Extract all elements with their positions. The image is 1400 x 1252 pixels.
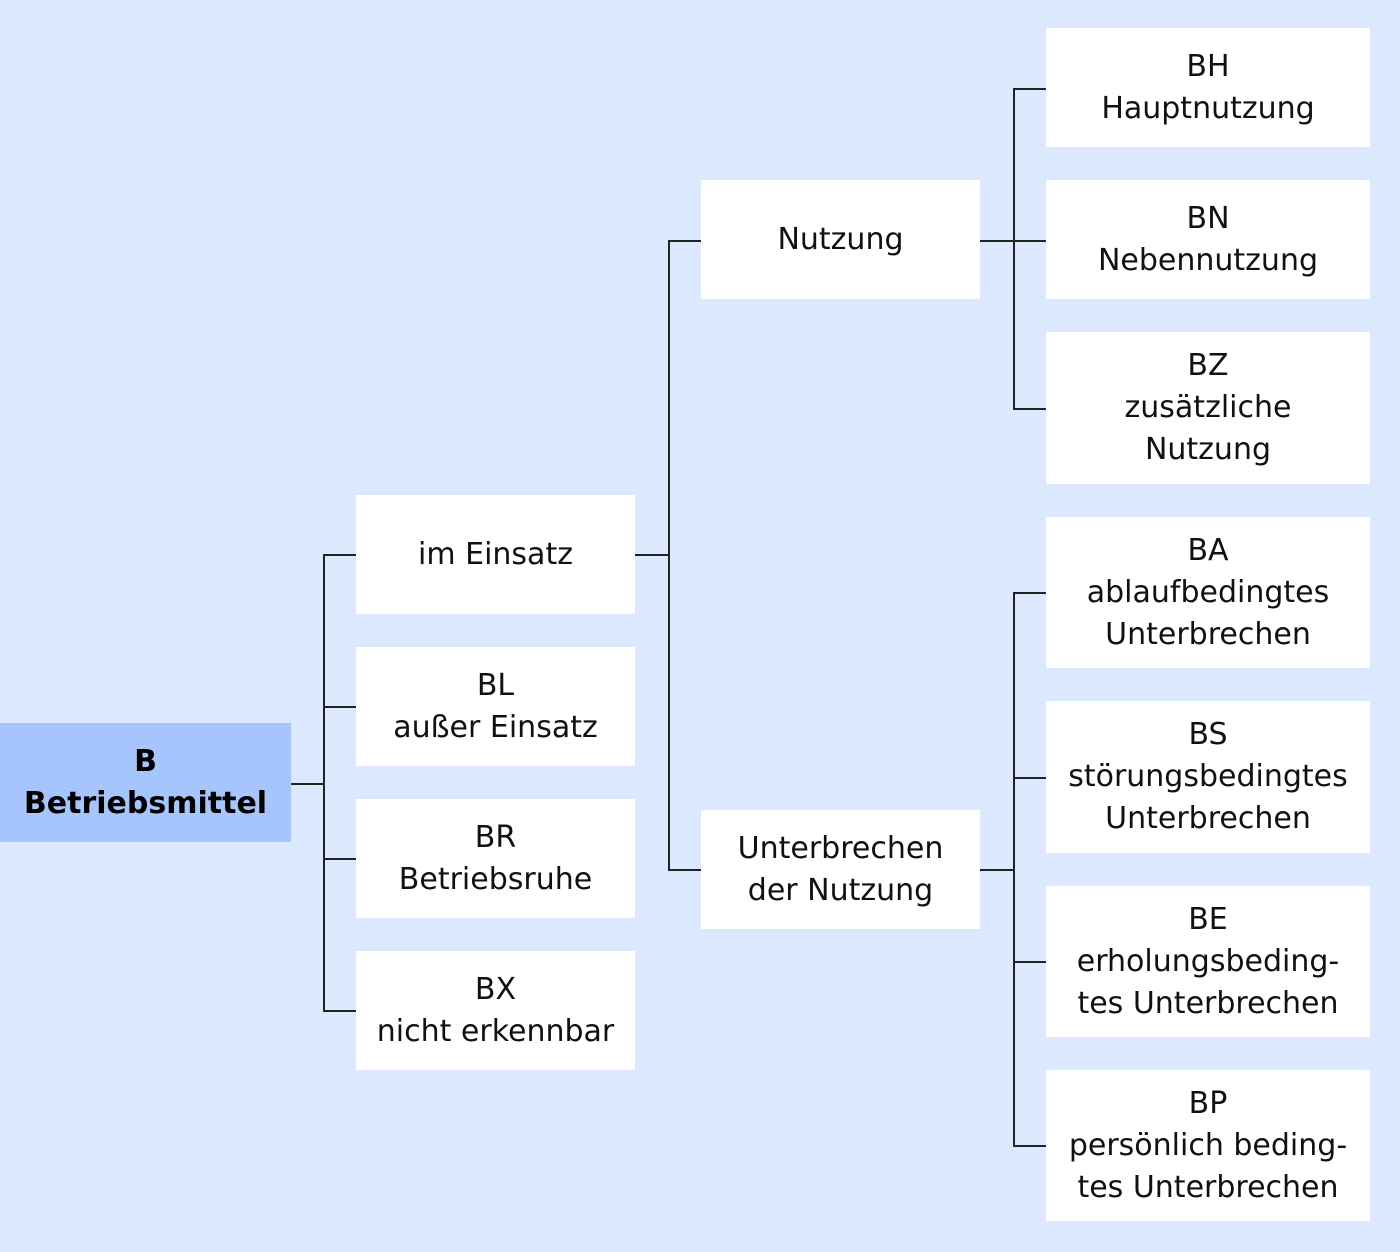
node-label: nicht erkennbar (376, 1013, 615, 1049)
node-label: Nutzung (1144, 432, 1272, 467)
connector (635, 554, 669, 556)
node-label: störungsbedingtes (1068, 759, 1348, 794)
node-label: außer Einsatz (393, 709, 598, 745)
node-bn: BN Nebennutzung (1046, 180, 1370, 299)
connector (668, 240, 701, 242)
node-bs: BS störungsbedingtes Unterbrechen (1046, 701, 1370, 853)
node-label: Betriebsmittel (23, 785, 268, 821)
connector (323, 1010, 356, 1012)
node-unterbrechen: Unterbrechen der Nutzung (701, 810, 980, 929)
connector (323, 706, 356, 708)
node-label: persönlich beding- (1068, 1127, 1348, 1163)
node-code: BR (474, 819, 517, 855)
node-label: der Nutzung (747, 872, 934, 908)
connector (1013, 592, 1046, 594)
node-code: BN (1186, 200, 1230, 236)
node-label: Betriebsruhe (398, 861, 593, 897)
node-code: BZ (1187, 348, 1229, 383)
connector (1013, 88, 1015, 410)
node-label: tes Unterbrechen (1077, 1169, 1339, 1205)
connector (323, 554, 356, 556)
node-label: erholungsbeding- (1076, 943, 1340, 979)
node-label: Hauptnutzung (1101, 90, 1315, 126)
node-label: Unterbrechen (1105, 616, 1311, 652)
connector (323, 858, 356, 860)
node-label: Unterbrechen (737, 830, 944, 866)
node-code: BS (1188, 717, 1228, 752)
connector (1013, 88, 1046, 90)
node-label: Nebennutzung (1097, 242, 1319, 278)
connector (1013, 592, 1015, 1147)
node-bl: BL außer Einsatz (356, 647, 635, 766)
node-code: BL (476, 667, 515, 703)
node-code: BA (1187, 532, 1229, 568)
node-nutzung: Nutzung (701, 180, 980, 299)
node-bh: BH Hauptnutzung (1046, 28, 1370, 147)
connector (291, 783, 324, 785)
node-code: BH (1186, 48, 1230, 84)
node-im-einsatz: im Einsatz (356, 495, 635, 614)
node-label: ablaufbedingtes (1086, 574, 1330, 610)
node-label: zusätzliche (1124, 390, 1292, 425)
connector (980, 869, 1014, 871)
node-label: Nutzung (777, 221, 904, 257)
node-code: BP (1188, 1085, 1228, 1121)
connector (668, 240, 670, 871)
node-be: BE erholungsbeding- tes Unterbrechen (1046, 886, 1370, 1037)
node-label: tes Unterbrechen (1077, 985, 1339, 1021)
connector (1013, 1145, 1046, 1147)
node-label: Unterbrechen (1105, 801, 1311, 836)
root-node: B Betriebsmittel (0, 723, 291, 842)
node-bp: BP persönlich beding- tes Unterbrechen (1046, 1070, 1370, 1221)
node-label: im Einsatz (418, 536, 573, 572)
node-code: BE (1188, 901, 1228, 937)
node-bz: BZ zusätzliche Nutzung (1046, 332, 1370, 484)
connector (668, 869, 701, 871)
node-bx: BX nicht erkennbar (356, 951, 635, 1070)
connector (323, 554, 325, 1012)
node-br: BR Betriebsruhe (356, 799, 635, 918)
node-code: BX (474, 971, 517, 1007)
node-ba: BA ablaufbedingtes Unterbrechen (1046, 517, 1370, 668)
connector (1013, 777, 1046, 779)
connector (1013, 961, 1046, 963)
connector (1013, 408, 1046, 410)
node-code: B (134, 743, 157, 779)
